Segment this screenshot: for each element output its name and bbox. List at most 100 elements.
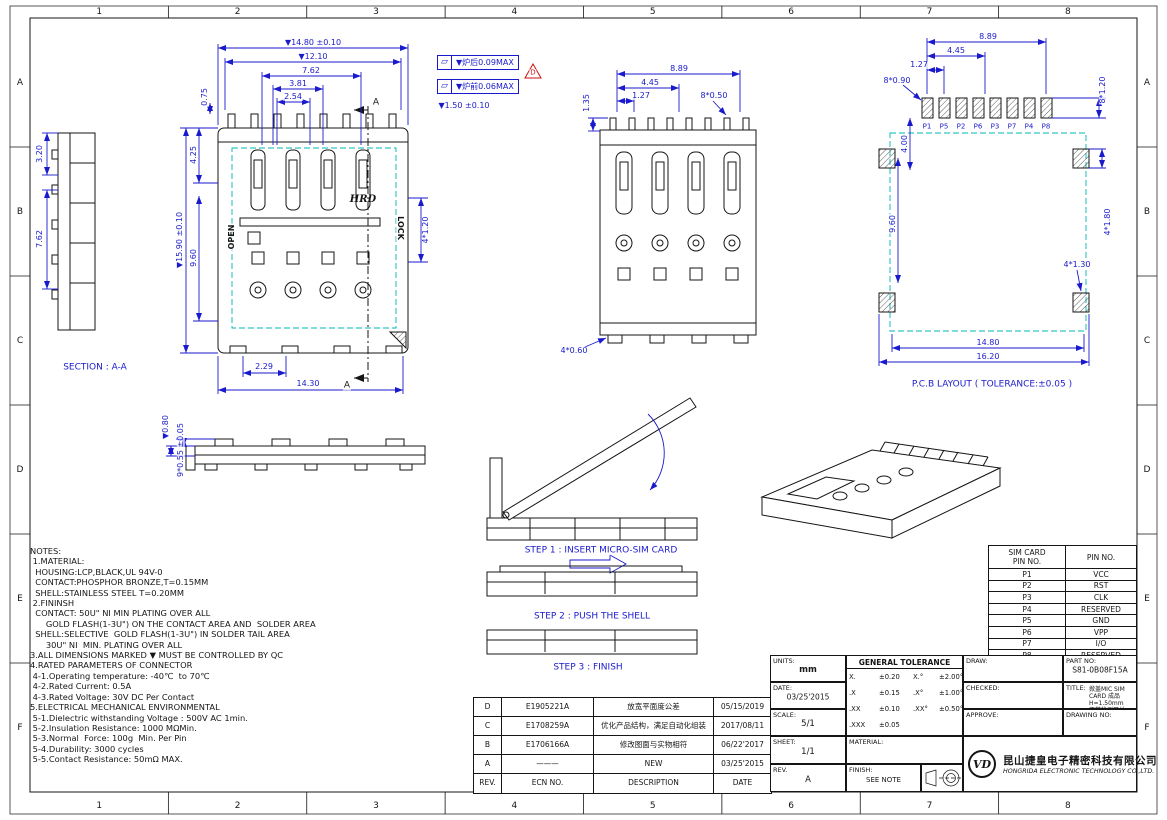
pin-table-header-cell: PIN NO. (1086, 552, 1116, 562)
draw-cell: DRAW: (963, 655, 1063, 682)
rev-cell: REV. A (770, 764, 846, 792)
dim-label: 3.20 (34, 144, 45, 164)
company-cell: VD 昆山捷皇电子精密科技有限公司 HONGRIDA ELECTRONIC TE… (963, 736, 1157, 792)
pcb-caption: P.C.B LAYOUT ( TOLERANCE:±0.05 ) (910, 379, 1074, 390)
dim-label: 2.54 (283, 91, 303, 102)
pin-table-cell: RESERVED (1081, 604, 1121, 614)
note-line: 3.ALL DIMENSIONS MARKED ▼ MUST BE CONTRO… (30, 650, 284, 661)
step1-view (486, 397, 698, 574)
pad-label: P7 (1006, 122, 1018, 131)
grid-ref-col: 4 (511, 7, 518, 17)
dim-label: ▼1.50 ±0.10 (437, 100, 491, 111)
dim-label: 4.00 (899, 134, 910, 154)
notes-block: NOTES: 1.MATERIAL: HOUSING:LCP,BLACK,UL … (30, 546, 476, 765)
rev-table-cell: ECN NO. (502, 774, 594, 793)
pad-label: P3 (989, 122, 1001, 131)
grid-ref-col: 1 (96, 801, 103, 811)
dim-label: 4*1.30 (1062, 259, 1092, 270)
hrd-logo-text: HRD (349, 193, 377, 205)
sheet-cell: SHEET: 1/1 (770, 736, 846, 764)
note-line: 5-4.Durability: 3000 cycles (30, 743, 144, 754)
dim-label: 4.45 (640, 77, 660, 88)
tolerance-value: ±1.00° (939, 689, 964, 697)
pad-label: P6 (972, 122, 984, 131)
rev-table-cell: 放宽平面度公差 (594, 698, 714, 717)
dim-label: 8*0.90 (882, 75, 912, 86)
drawing-no-cell: DRAWING NO: (1063, 709, 1137, 736)
grid-ref-col: 8 (1064, 7, 1071, 17)
rev-table-cell: D (474, 698, 502, 717)
note-line: GOLD FLASH(1-3U") ON THE CONTACT AREA AN… (30, 618, 316, 629)
grid-ref-col: 2 (234, 7, 241, 17)
tolerance-value (939, 717, 964, 733)
rev-table-cell: 2017/08/11 (714, 717, 771, 736)
pin-table-cell: VCC (1093, 569, 1109, 579)
pad-label: P8 (1040, 122, 1052, 131)
tolerance-value: ±0.05 (879, 721, 900, 729)
tolerance-value: .XX° (913, 705, 928, 713)
pin-table-cell: VPP (1093, 627, 1109, 637)
projection-cell (921, 764, 963, 792)
dim-label: ▼15.90 ±0.10 (174, 210, 185, 270)
grid-ref-row: E (1144, 593, 1150, 604)
step2-view (486, 565, 698, 597)
pin-table-header: SIM CARD PIN NO. PIN NO. (989, 546, 1136, 569)
dim-label: 14.80 (975, 337, 1001, 348)
note-line: SHELL:STAINLESS STEEL T=0.20MM (30, 587, 185, 598)
company-logo: VD (968, 750, 996, 778)
flag-text: ▼炉前0.06MAX (456, 82, 514, 91)
note-line: CONTACT: 50U" NI MIN PLATING OVER ALL (30, 608, 211, 619)
note-line: 5-5.Contact Resistance: 50mΩ MAX. (30, 754, 183, 765)
grid-ref-col: 1 (96, 7, 103, 17)
open-text: OPEN (226, 223, 237, 251)
grid-ref-row: C (16, 335, 24, 346)
pin-table-cell: P2 (989, 580, 1066, 592)
tolerance-value: .XX (849, 705, 861, 713)
third-angle-projection-icon (925, 769, 962, 787)
grid-ref-col: 7 (926, 801, 933, 811)
rev-table-cell: C (474, 717, 502, 736)
grid-ref-row: B (16, 206, 24, 217)
part-no-cell: PART NO: S81-0B08F15A (1063, 655, 1137, 682)
rev-table-cell: 修改图面与实物相符 (594, 736, 714, 755)
revision-delta-icon (524, 62, 542, 79)
note-line: HOUSING:LCP,BLACK,UL 94V-0 (30, 566, 163, 577)
dim-label: ▼14.80 ±0.10 (283, 37, 343, 48)
pin-table-cell: P7 (989, 638, 1066, 650)
scale-cell: SCALE: 5/1 (770, 709, 846, 736)
flatness-flag-post-reflow: ▱ ▼炉后0.09MAX (437, 55, 519, 70)
grid-ref-col: 6 (788, 801, 794, 811)
dim-label: 4.45 (946, 45, 966, 56)
tolerance-value: ±0.15 (879, 689, 900, 697)
note-line: NOTES: (30, 546, 62, 556)
pin-table-cell: P6 (989, 626, 1066, 638)
rev-table-cell: A (474, 755, 502, 774)
note-line: 4.RATED PARAMETERS OF CONNECTOR (30, 660, 193, 671)
dim-label: 3.81 (288, 78, 308, 89)
rev-table-cell: 05/15/2019 (714, 698, 771, 717)
pcb-layout-view (878, 38, 1106, 366)
checked-cell: CHECKED: (963, 682, 1063, 709)
rev-table-cell: 优化产品结构，满足自动化组装 (594, 717, 714, 736)
note-line: CONTACT:PHOSPHOR BRONZE,T=0.15MM (30, 577, 209, 588)
rev-table-cell: E1708259A (502, 717, 594, 736)
dim-label: ▼0.80 (160, 414, 171, 440)
rev-table-cell: ——— (502, 755, 594, 774)
rev-table-cell: E1905221A (502, 698, 594, 717)
dim-label: 4.25 (188, 145, 199, 165)
pin-table-cell: RST (1093, 581, 1109, 591)
dim-label: 4*0.60 (559, 345, 589, 356)
rev-table-cell: DESCRIPTION (594, 774, 714, 793)
title-cell: TITLE: 掀盖MIC SIM CARD 成品H=1.50mm 不带检测开关 (1063, 682, 1137, 714)
revision-delta-label: D (529, 68, 537, 77)
tolerance-value: ±0.20 (879, 673, 900, 681)
grid-ref-row: E (17, 593, 23, 604)
grid-ref-col: 3 (373, 801, 379, 811)
dim-label: 8*1.20 (1097, 75, 1108, 105)
section-arrow-label: A (371, 97, 381, 108)
grid-ref-col: 6 (788, 7, 794, 17)
side-profile-view (166, 438, 426, 471)
flatness-symbol-icon: ▱ (438, 56, 452, 69)
